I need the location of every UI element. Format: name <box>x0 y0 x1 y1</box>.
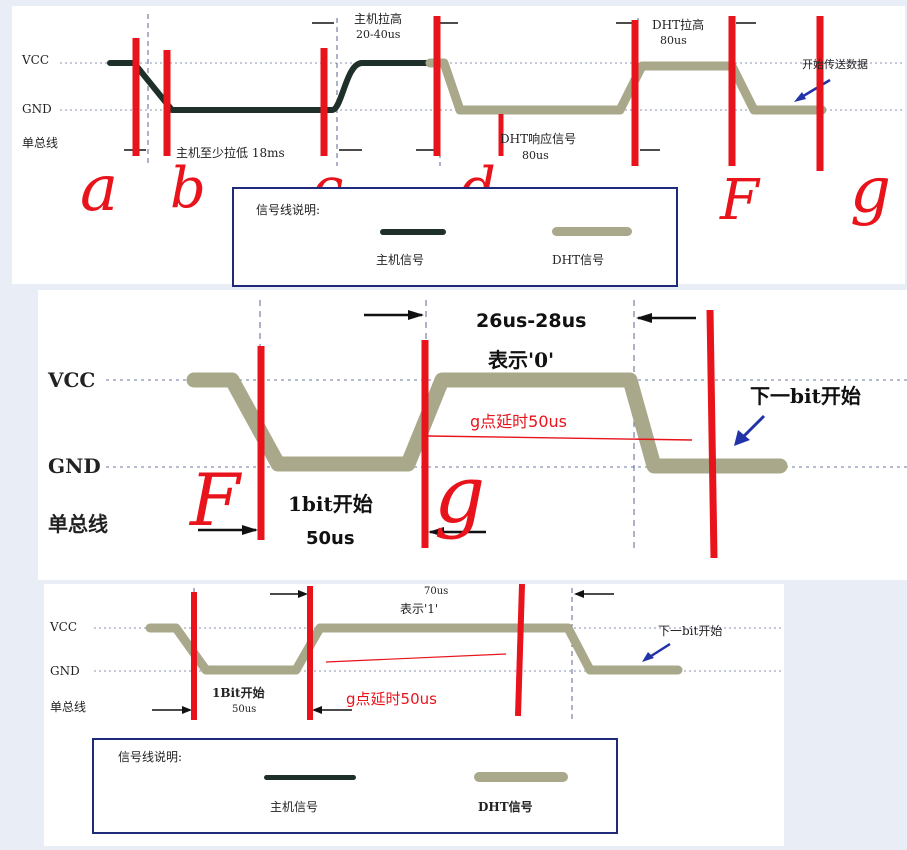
legend-host-label: 主机信号 <box>376 253 425 267</box>
panel3-legend: 信号线说明: 主机信号 DHT信号 <box>92 738 618 834</box>
bus-label: 单总线 <box>50 700 87 714</box>
dht-pull-high-label: DHT拉高 <box>652 18 705 32</box>
vcc-label: VCC <box>50 620 78 634</box>
legend-title: 信号线说明: <box>118 750 183 764</box>
start-transfer-arrowhead <box>794 92 806 102</box>
host-pull-high-label: 主机拉高 <box>354 12 403 26</box>
handwritten-letter-g: g <box>850 154 891 228</box>
red-marker <box>515 584 525 717</box>
host-pull-low-label: 主机至少拉低 18ms <box>176 146 285 160</box>
vcc-label: VCC <box>22 53 50 67</box>
gnd-label: GND <box>50 664 80 678</box>
dht-response-label: DHT响应信号 <box>500 132 577 146</box>
dht-pull-high-time: 80us <box>660 34 687 47</box>
start-transfer-arrow <box>799 78 831 100</box>
g-delay-label: g点延时50us <box>346 690 437 708</box>
handwritten-letter-b: b <box>170 156 206 221</box>
bus-label: 单总线 <box>48 512 108 536</box>
legend-dht-swatch <box>474 772 568 782</box>
next-bit-arrow <box>647 642 671 660</box>
next-bit-label: 下一bit开始 <box>750 384 861 408</box>
g-delay-label: g点延时50us <box>470 412 567 431</box>
vcc-label: VCC <box>48 368 96 392</box>
panel-bit-zero: VCC GND 单总线 26us-28us 表示'0' 下一bit开始 g点延时… <box>38 290 907 580</box>
handwritten-letter-f: F <box>720 168 759 233</box>
red-delay-line <box>427 435 693 441</box>
red-marker <box>706 309 718 559</box>
bit-start-time-label: 50us <box>306 528 355 549</box>
measure-arrowhead <box>574 590 584 598</box>
measure-arrowhead <box>298 590 308 598</box>
panel-start-signal: VCC GND 单总线 主机拉高 20-40us DHT拉高 80us 开始传送… <box>12 6 905 287</box>
legend-host-swatch <box>380 229 446 235</box>
measure-arrowhead <box>312 706 322 714</box>
bit-start-label: 1Bit开始 <box>212 686 265 700</box>
dht-signal-trace <box>425 58 827 115</box>
dht-signal-trace <box>145 623 683 675</box>
high-time-label: 26us-28us <box>476 310 587 332</box>
legend-dht-label: DHT信号 <box>478 800 533 814</box>
dht-response-time: 80us <box>522 149 549 162</box>
legend-dht-swatch <box>552 227 632 236</box>
panel1-waveform <box>60 14 905 171</box>
measure-arrowhead <box>408 310 424 320</box>
handwritten-letter-g: g <box>434 448 486 541</box>
handwritten-letter-f: F <box>190 458 240 542</box>
means-zero-label: 表示'0' <box>488 348 555 372</box>
high-time-label: 70us <box>424 586 449 597</box>
measure-arrowhead <box>636 313 652 323</box>
start-transfer-label: 开始传送数据 <box>802 58 868 71</box>
bit-start-label: 1bit开始 <box>288 492 373 516</box>
host-pull-high-time: 20-40us <box>356 28 401 41</box>
legend-dht-label: DHT信号 <box>552 253 605 267</box>
measure-arrowhead <box>182 706 192 714</box>
next-bit-arrowhead <box>642 652 654 662</box>
legend-host-label: 主机信号 <box>270 800 319 814</box>
bus-label: 单总线 <box>22 136 59 150</box>
next-bit-arrow <box>740 414 766 440</box>
panel3-waveform <box>94 584 784 720</box>
gnd-label: GND <box>22 102 52 116</box>
gnd-label: GND <box>48 454 101 478</box>
next-bit-arrowhead <box>734 430 750 446</box>
legend-title: 信号线说明: <box>256 203 321 217</box>
next-bit-label: 下一bit开始 <box>658 624 723 638</box>
measure-arrowhead <box>242 525 258 535</box>
handwritten-letter-a: a <box>80 152 119 226</box>
panel2-waveform <box>106 300 907 559</box>
panel-bit-one: VCC GND 单总线 70us 表示'1' 下一bit开始 1Bit开始 50… <box>44 584 784 846</box>
host-signal-trace <box>107 60 433 113</box>
legend-host-swatch <box>264 775 356 780</box>
red-delay-line <box>325 653 507 663</box>
measure-arrowhead <box>428 527 444 537</box>
means-one-label: 表示'1' <box>400 602 439 616</box>
panel1-legend: 信号线说明: 主机信号 DHT信号 <box>232 187 678 287</box>
bit-start-time-label: 50us <box>232 704 257 715</box>
